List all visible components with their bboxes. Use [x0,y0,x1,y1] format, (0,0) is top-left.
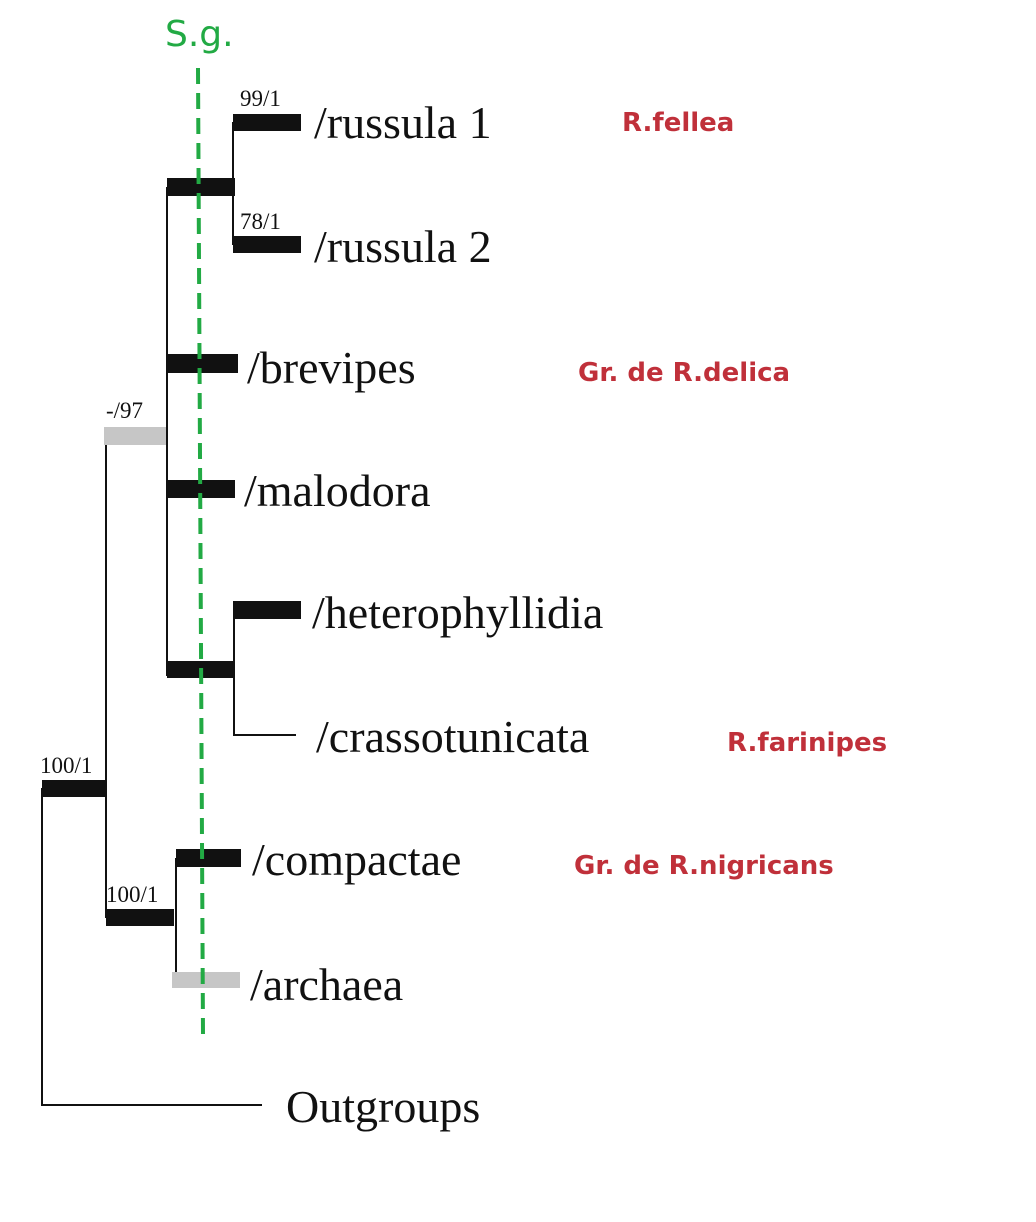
taxon-label: /russula 2 [314,221,492,272]
sg-label: S.g. [165,14,234,55]
russula1-branch [233,114,301,131]
taxon-label: /russula 1 [314,97,492,148]
support-bars [42,114,301,988]
malodora-branch [167,480,235,498]
taxon-label: /heterophyllidia [312,587,603,638]
tree-branches [41,122,296,1106]
support-value: 78/1 [240,209,281,234]
taxon-label: /malodora [244,465,431,516]
group-annotation: R.fellea [622,108,734,138]
compactae-branch [176,849,241,867]
group-annotation: R.farinipes [727,728,887,758]
core-clade-branch [104,427,166,445]
taxon-label: /archaea [250,959,403,1010]
russula2-branch [233,236,301,253]
compactae-archaea-node-branch [106,909,174,926]
support-value: 100/1 [106,882,158,907]
taxon-label: /compactae [252,834,461,885]
taxon-label: Outgroups [286,1081,480,1132]
support-value: 100/1 [40,753,92,778]
taxon-label: /crassotunicata [316,711,589,762]
root-branch [42,780,106,797]
brevipes-branch [167,354,238,373]
heterophyllidia-branch [233,601,301,619]
support-value: -/97 [106,398,143,423]
taxon-label: /brevipes [247,342,416,393]
archaea-branch [172,972,240,988]
group-annotation: Gr. de R.nigricans [574,851,834,881]
russula-node-branch [167,178,235,196]
support-value: 99/1 [240,86,281,111]
sg-dashed-line [196,67,205,1036]
group-annotation: Gr. de R.delica [578,358,790,388]
